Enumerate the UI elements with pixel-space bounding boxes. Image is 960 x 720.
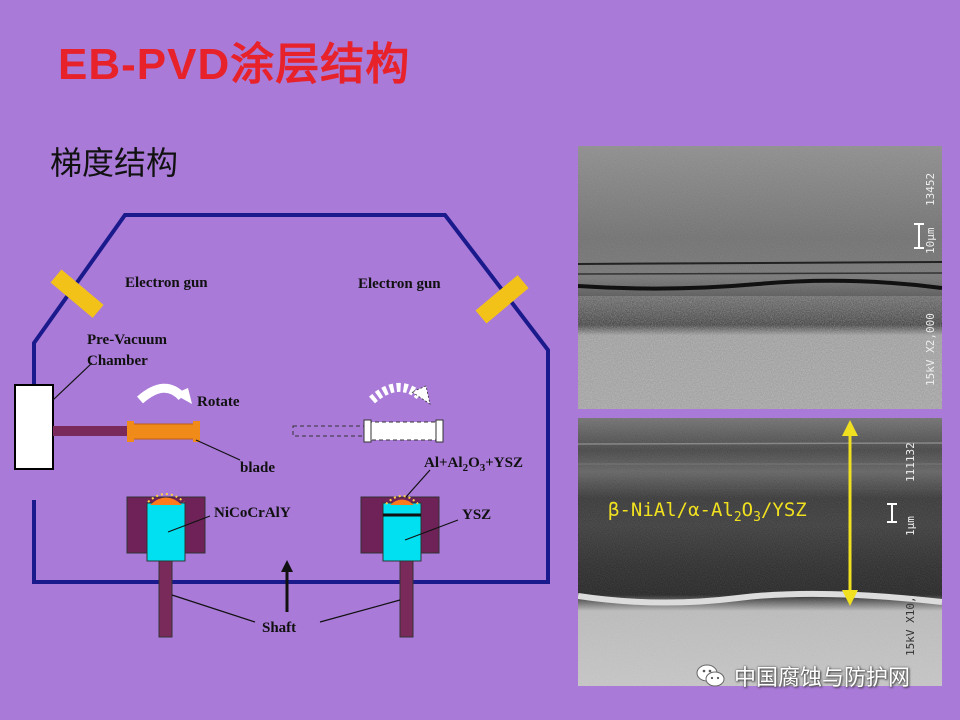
shaft-arrow-head [281,560,293,572]
label-nicocraly: NiCoCrAlY [214,505,291,521]
eb-pvd-diagram: Electron gun Electron gun Pre-Vacuum Cha… [0,200,570,650]
al-pointer [406,470,430,497]
sem-top-scale-label: 10μm [924,227,937,254]
sem-top-mag-label: 15kV X2,000 [924,313,937,386]
label-shaft: Shaft [262,620,296,636]
blade-cap-left [127,421,134,442]
label-pre-vacuum-2: Chamber [87,353,148,369]
sem-image-top: 10μm 13452 15kV X2,000 [578,146,942,409]
label-ysz: YSZ [462,507,491,523]
label-al-al2o3-ysz: Al+Al2O3+YSZ [424,455,523,474]
sem-image-bottom: β-NiAl/α-Al2O3/YSZ 1μm 111132 15kV X10,0… [578,418,942,686]
sem-top-id-label: 13452 [924,173,937,206]
blade-holder [130,424,198,439]
sem-bottom-id-label: 111132 [904,442,917,482]
label-pre-vacuum-1: Pre-Vacuum [87,332,168,348]
wechat-icon [696,663,726,689]
page-title: EB-PVD涂层结构 [58,28,410,92]
label-blade: blade [240,460,275,476]
sem-micrographs: 10μm 13452 15kV X2,000 β-NiAl/α-Al2O3/YS… [578,146,942,686]
blade-arm [53,426,133,436]
ghost-arm [293,426,368,436]
ghost-blade [368,422,440,440]
shaft-left [159,561,172,637]
sem-bottom-mag-label: 15kV X10,000 [904,577,917,656]
shaft-right [400,561,413,637]
label-electron-gun-right: Electron gun [358,276,441,292]
blade-pointer [196,440,240,460]
watermark-text: 中国腐蚀与防护网 [734,660,910,692]
vacuum-chamber-outline [34,215,548,582]
label-rotate: Rotate [197,394,240,410]
melt-nicocraly [147,503,185,561]
ghost-blade-cap-right [436,420,443,442]
shaft-pointer-left [172,595,255,622]
shaft-pointer-right [320,600,400,622]
sem-top-scale-bar [918,224,920,248]
label-electron-gun-left: Electron gun [125,275,208,291]
sem-bottom-scale-label: 1μm [904,516,917,536]
watermark: 中国腐蚀与防护网 [696,660,910,692]
pre-vacuum-chamber-box [15,385,53,469]
blade-cap-right [193,421,200,442]
sem-bottom-scale-bar [891,504,893,522]
rotate-arrow-dashed [372,387,420,400]
section-subtitle: 梯度结构 [50,138,178,184]
ghost-blade-cap-left [364,420,371,442]
melt-ysz [383,503,421,561]
